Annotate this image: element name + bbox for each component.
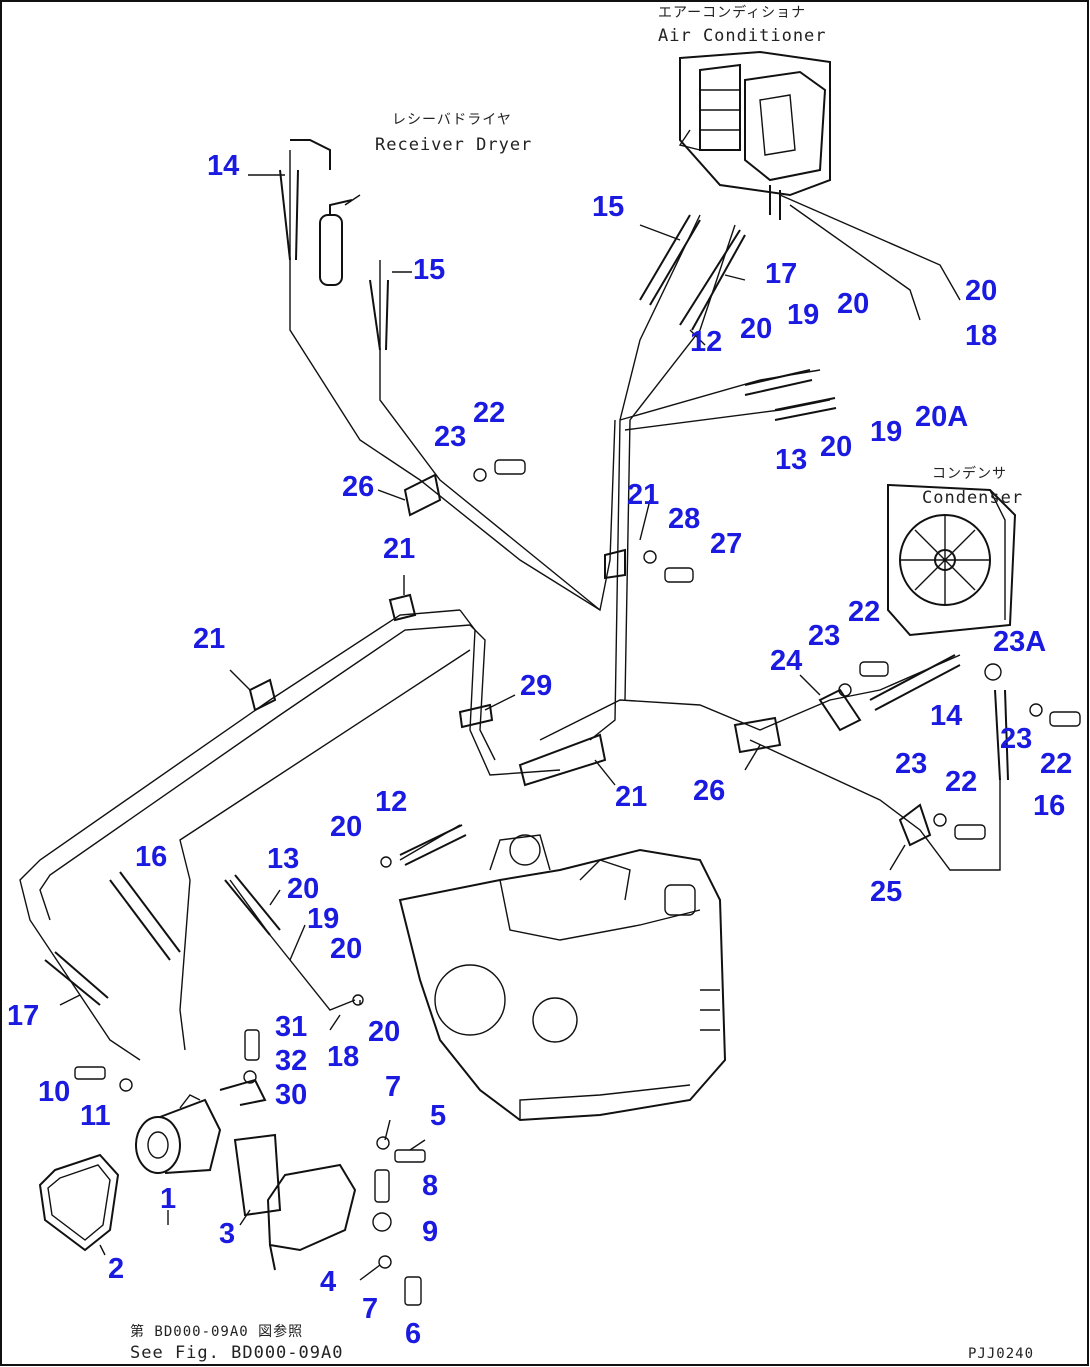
engine-block [398, 834, 727, 1122]
callout-1: 1 [160, 1183, 177, 1215]
bolts-and-washers [74, 459, 1081, 1306]
hose-clamps [248, 473, 932, 847]
reference-note-jp: 第 BD000-09A0 図参照 [130, 1324, 304, 1340]
callout-26: 26 [693, 775, 726, 807]
aircon-label-en: Air Conditioner [658, 26, 827, 46]
callout-22: 22 [945, 766, 978, 798]
receiver-label-jp: レシーバドライヤ [392, 112, 512, 128]
callout-20: 20 [820, 431, 853, 463]
callout-21: 21 [627, 479, 660, 511]
callout-18: 18 [327, 1041, 360, 1073]
callout-32: 32 [275, 1045, 308, 1077]
callout-3: 3 [219, 1218, 236, 1250]
v-belt [38, 1153, 120, 1252]
callout-20a: 20A [915, 401, 969, 433]
callout-20: 20 [965, 275, 998, 307]
callout-15: 15 [413, 254, 446, 286]
callout-13: 13 [775, 444, 808, 476]
v-belt-inner [47, 1164, 111, 1241]
callout-13: 13 [267, 843, 300, 875]
callout-7: 7 [362, 1293, 379, 1325]
callout-20: 20 [330, 933, 363, 965]
callout-20: 20 [287, 873, 320, 905]
callout-11: 11 [80, 1100, 111, 1132]
callout-22: 22 [1040, 748, 1073, 780]
receiver-label-en: Receiver Dryer [375, 135, 533, 155]
reference-note-en: See Fig. BD000-09A0 [130, 1343, 344, 1363]
callout-6: 6 [405, 1318, 422, 1350]
callout-22: 22 [473, 397, 506, 429]
compressor-bracket [219, 1078, 357, 1271]
callout-16: 16 [135, 841, 168, 873]
callout-16: 16 [1033, 790, 1066, 822]
callout-27: 27 [710, 528, 743, 560]
callout-28: 28 [668, 503, 701, 535]
callout-14: 14 [207, 150, 240, 182]
callout-12: 12 [690, 326, 723, 358]
callout-20: 20 [330, 811, 363, 843]
callout-14: 14 [930, 700, 963, 732]
callout-22: 22 [848, 596, 881, 628]
condenser-label-en: Condenser [922, 488, 1024, 508]
condenser-label-jp: コンデンサ [932, 466, 1007, 482]
air-conditioner-unit [678, 50, 831, 220]
callout-7: 7 [385, 1071, 402, 1103]
callout-21: 21 [193, 623, 226, 655]
callout-17: 17 [765, 258, 798, 290]
callout-29: 29 [520, 670, 553, 702]
callout-24: 24 [770, 645, 803, 677]
callout-30: 30 [275, 1079, 308, 1111]
callout-12: 12 [375, 786, 408, 818]
callout-23: 23 [1000, 723, 1033, 755]
callout-23a: 23A [993, 626, 1047, 658]
aircon-label-jp: エアーコンディショナ [658, 5, 807, 21]
drawing-code: PJJ0240 [968, 1346, 1035, 1362]
receiver-dryer [290, 139, 353, 286]
hose-fittings [44, 169, 1009, 1006]
callout-4: 4 [320, 1266, 337, 1298]
callout-23: 23 [895, 748, 928, 780]
compressor [135, 1094, 222, 1174]
callout-2: 2 [108, 1253, 125, 1285]
callout-19: 19 [787, 299, 820, 331]
callout-8: 8 [422, 1170, 439, 1202]
callout-31: 31 [275, 1011, 308, 1043]
callout-9: 9 [422, 1216, 439, 1248]
callout-23: 23 [434, 421, 467, 453]
callout-20: 20 [368, 1016, 401, 1048]
callout-15: 15 [592, 191, 625, 223]
callout-19: 19 [870, 416, 903, 448]
callout-17: 17 [7, 1000, 40, 1032]
callout-23: 23 [808, 620, 841, 652]
callout-10: 10 [38, 1076, 71, 1108]
hose-routes [19, 150, 1001, 1061]
callout-21: 21 [615, 781, 648, 813]
callout-20: 20 [837, 288, 870, 320]
leader-lines [59, 174, 906, 1281]
callout-19: 19 [307, 903, 340, 935]
callout-21: 21 [383, 533, 416, 565]
callout-5: 5 [430, 1100, 447, 1132]
callout-20: 20 [740, 313, 773, 345]
callout-25: 25 [870, 876, 903, 908]
callout-18: 18 [965, 320, 998, 352]
condenser [887, 483, 1017, 637]
callout-26: 26 [342, 471, 375, 503]
